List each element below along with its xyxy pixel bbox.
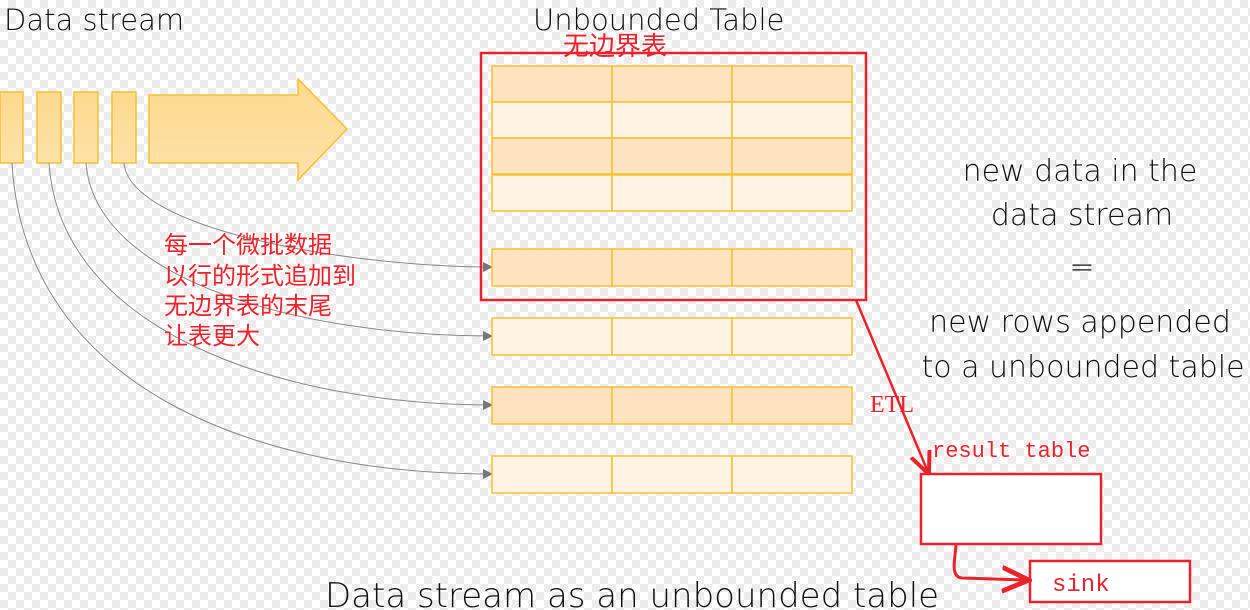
table-cell <box>731 65 853 103</box>
result-table-box <box>919 472 1103 546</box>
explanation-cn: 每一个微批数据 以行的形式追加到 无边界表的末尾 让表更大 <box>164 231 356 350</box>
table-cell <box>491 386 613 425</box>
table-cell <box>611 174 733 212</box>
stream-block <box>36 91 62 164</box>
unbounded-table-box <box>479 51 868 302</box>
table-cell <box>611 386 733 425</box>
table-cell <box>731 317 853 356</box>
svg-text:=: = <box>1069 250 1094 285</box>
stream-blocks <box>0 77 349 182</box>
svg-text:new data in the: new data in the <box>963 154 1198 189</box>
table-cell <box>491 248 613 287</box>
etl-label: ETL <box>870 392 914 418</box>
unbounded-table-label: Unbounded Table <box>533 3 784 37</box>
sink-arrow <box>952 544 1026 580</box>
table-cell <box>611 101 733 139</box>
table-cell <box>611 65 733 103</box>
unbounded-table-cn-label: 无边界表 <box>563 32 667 62</box>
table-cell <box>731 248 853 287</box>
table-cell <box>731 174 853 212</box>
flow-curves <box>11 162 493 479</box>
table-cell <box>491 174 613 212</box>
stream-arrow <box>148 77 349 182</box>
result-table-label: result table <box>932 439 1090 464</box>
svg-text:new rows appended: new rows appended <box>929 305 1231 340</box>
table-cell <box>731 386 853 425</box>
table-cell <box>611 455 733 494</box>
table-cell <box>611 137 733 175</box>
table-cell <box>611 317 733 356</box>
stream-block <box>73 91 99 164</box>
caption: Data stream as an unbounded table <box>325 576 939 610</box>
svg-text:无边界表的末尾: 无边界表的末尾 <box>164 292 332 320</box>
table-cell <box>491 101 613 139</box>
table-cell <box>731 101 853 139</box>
svg-text:每一个微批数据: 每一个微批数据 <box>164 231 332 259</box>
svg-text:to a unbounded table: to a unbounded table <box>921 350 1244 385</box>
etl-arrow <box>854 299 928 472</box>
stream-block <box>0 91 24 164</box>
data-stream-label: Data stream <box>4 3 184 37</box>
table-cell <box>731 455 853 494</box>
table-cell <box>731 137 853 175</box>
svg-text:以行的形式追加到: 以行的形式追加到 <box>164 262 356 290</box>
svg-text:让表更大: 让表更大 <box>164 322 260 350</box>
table-cell <box>491 65 613 103</box>
table-cell <box>491 455 613 494</box>
table-cell <box>491 137 613 175</box>
svg-text:data stream: data stream <box>991 198 1173 233</box>
sink-label: sink <box>1052 572 1110 599</box>
unbounded-table-rows <box>491 65 853 494</box>
table-cell <box>491 317 613 356</box>
equation-text: new data in the data stream = new rows a… <box>921 154 1244 385</box>
table-cell <box>611 248 733 287</box>
stream-block <box>111 91 137 164</box>
